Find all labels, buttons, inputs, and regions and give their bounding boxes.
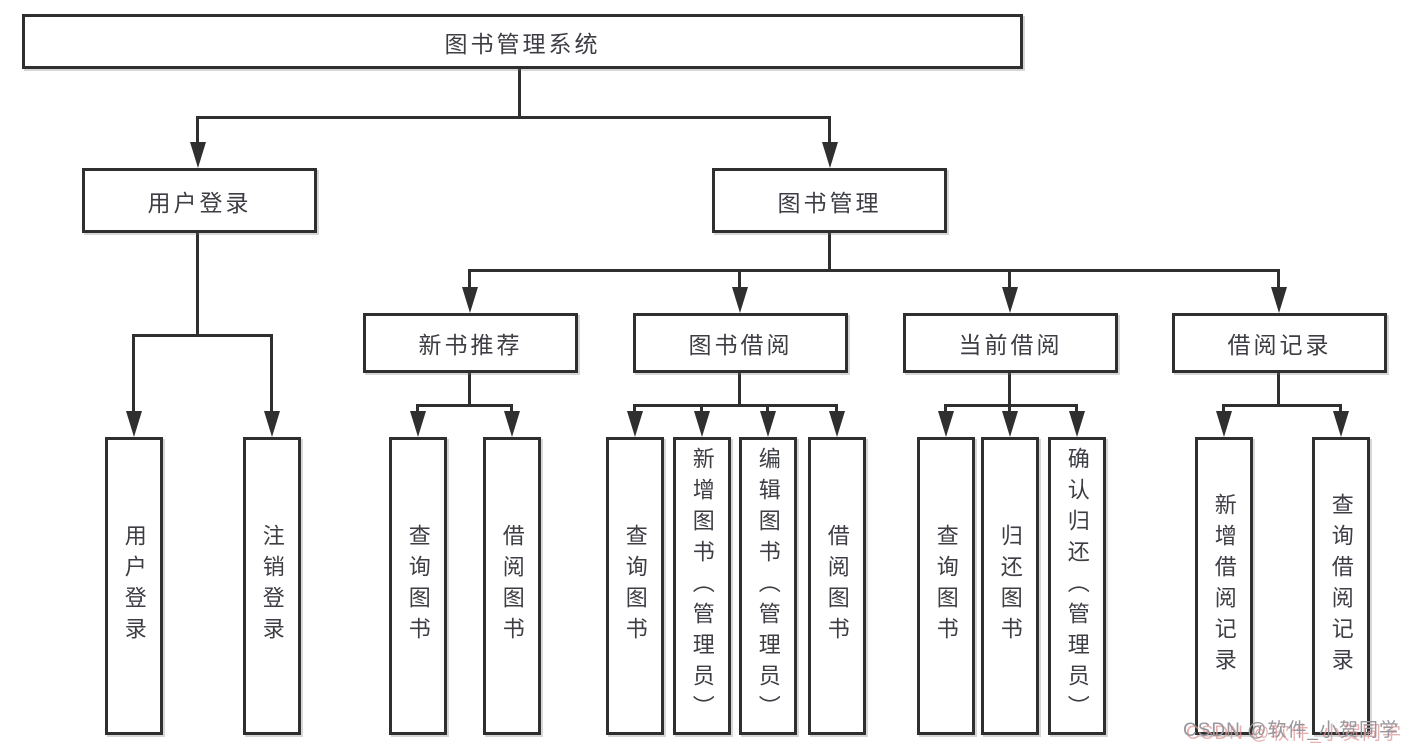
- leaf-logout-label: 注销登录: [259, 524, 285, 648]
- connector-line: [700, 404, 703, 414]
- arrowhead-down-icon: [1333, 411, 1349, 437]
- connector-line: [468, 373, 471, 407]
- connector-line: [944, 404, 1078, 407]
- connector-line: [416, 404, 513, 407]
- connector-line: [270, 335, 273, 413]
- connector-line: [738, 373, 741, 407]
- leaf-borrow-books-1: 借阅图书: [483, 437, 541, 735]
- arrowhead-down-icon: [1216, 411, 1232, 437]
- arrowhead-down-icon: [760, 411, 776, 437]
- connector-line: [835, 404, 838, 414]
- leaf-add-books-admin: 新增图书（管理员）: [673, 437, 731, 735]
- leaf-query-books-1: 查询图书: [389, 437, 447, 735]
- leaf-query-books-3-label: 查询图书: [933, 524, 959, 648]
- connector-line: [196, 233, 199, 337]
- arrowhead-down-icon: [1271, 287, 1287, 313]
- connector-line: [1008, 373, 1011, 407]
- leaf-query-borrow-record: 查询借阅记录: [1312, 437, 1370, 735]
- arrowhead-down-icon: [1002, 411, 1018, 437]
- leaf-add-borrow-record-label: 新增借阅记录: [1211, 493, 1237, 679]
- leaf-query-borrow-record-label: 查询借阅记录: [1328, 493, 1354, 679]
- node-root-label: 图书管理系统: [444, 30, 601, 57]
- node-new-book-recommend-label: 新书推荐: [418, 332, 523, 358]
- node-user-login-label: 用户登录: [147, 189, 252, 216]
- arrowhead-down-icon: [1069, 411, 1085, 437]
- connector-line: [633, 404, 636, 414]
- connector-line: [518, 69, 521, 118]
- connector-line: [1075, 404, 1078, 414]
- connector-line: [766, 404, 769, 414]
- leaf-query-books-2-label: 查询图书: [622, 524, 648, 648]
- connector-line: [1222, 404, 1225, 414]
- node-new-book-recommend: 新书推荐: [363, 313, 578, 373]
- connector-line: [416, 404, 419, 414]
- node-book-borrowing-label: 图书借阅: [688, 332, 793, 358]
- connector-line: [132, 335, 135, 413]
- connector-line: [738, 270, 741, 289]
- leaf-edit-books-admin: 编辑图书（管理员）: [739, 437, 797, 735]
- connector-line: [1277, 270, 1280, 289]
- leaf-return-books: 归还图书: [981, 437, 1039, 735]
- leaf-query-books-1-label: 查询图书: [405, 524, 431, 648]
- arrowhead-down-icon: [410, 411, 426, 437]
- arrowhead-down-icon: [126, 411, 142, 437]
- connector-line: [1277, 373, 1280, 407]
- arrowhead-down-icon: [829, 411, 845, 437]
- connector-line: [468, 269, 1280, 272]
- node-borrow-records-label: 借阅记录: [1227, 332, 1332, 358]
- arrowhead-down-icon: [1002, 287, 1018, 313]
- connector-line: [196, 117, 199, 144]
- arrowhead-down-icon: [732, 287, 748, 313]
- leaf-confirm-return-admin: 确认归还（管理员）: [1048, 437, 1106, 735]
- leaf-logout: 注销登录: [243, 437, 301, 735]
- connector-line: [944, 404, 947, 414]
- leaf-add-borrow-record: 新增借阅记录: [1195, 437, 1253, 735]
- node-book-management: 图书管理: [712, 168, 947, 233]
- arrowhead-down-icon: [190, 142, 206, 168]
- arrowhead-down-icon: [938, 411, 954, 437]
- connector-line: [828, 233, 831, 272]
- csdn-watermark: CSDN @软件_小贺同学: [1183, 720, 1399, 741]
- connector-line: [510, 404, 513, 414]
- leaf-borrow-books-1-label: 借阅图书: [499, 524, 525, 648]
- connector-line: [196, 116, 831, 119]
- node-root: 图书管理系统: [22, 14, 1023, 69]
- leaf-user-login: 用户登录: [105, 437, 163, 735]
- leaf-confirm-return-admin-label: 确认归还（管理员）: [1064, 446, 1090, 726]
- node-book-borrowing: 图书借阅: [633, 313, 848, 373]
- node-borrow-records: 借阅记录: [1172, 313, 1387, 373]
- connector-line: [1222, 404, 1342, 407]
- node-book-management-label: 图书管理: [777, 189, 882, 216]
- leaf-query-books-3: 查询图书: [917, 437, 975, 735]
- connector-line: [828, 117, 831, 144]
- connector-line: [1008, 404, 1011, 414]
- node-current-borrowing: 当前借阅: [903, 313, 1118, 373]
- arrowhead-down-icon: [462, 287, 478, 313]
- leaf-borrow-books-2: 借阅图书: [808, 437, 866, 735]
- leaf-return-books-label: 归还图书: [997, 524, 1023, 648]
- arrowhead-down-icon: [694, 411, 710, 437]
- connector-line: [468, 270, 471, 289]
- node-user-login: 用户登录: [82, 168, 317, 233]
- arrowhead-down-icon: [627, 411, 643, 437]
- arrowhead-down-icon: [264, 411, 280, 437]
- arrowhead-down-icon: [822, 142, 838, 168]
- leaf-query-books-2: 查询图书: [606, 437, 664, 735]
- leaf-edit-books-admin-label: 编辑图书（管理员）: [755, 446, 781, 726]
- connector-line: [132, 334, 273, 337]
- node-current-borrowing-label: 当前借阅: [958, 332, 1063, 358]
- leaf-user-login-label: 用户登录: [121, 524, 147, 648]
- connector-line: [1008, 270, 1011, 289]
- arrowhead-down-icon: [504, 411, 520, 437]
- connector-line: [633, 404, 838, 407]
- leaf-add-books-admin-label: 新增图书（管理员）: [689, 446, 715, 726]
- leaf-borrow-books-2-label: 借阅图书: [824, 524, 850, 648]
- connector-line: [1339, 404, 1342, 414]
